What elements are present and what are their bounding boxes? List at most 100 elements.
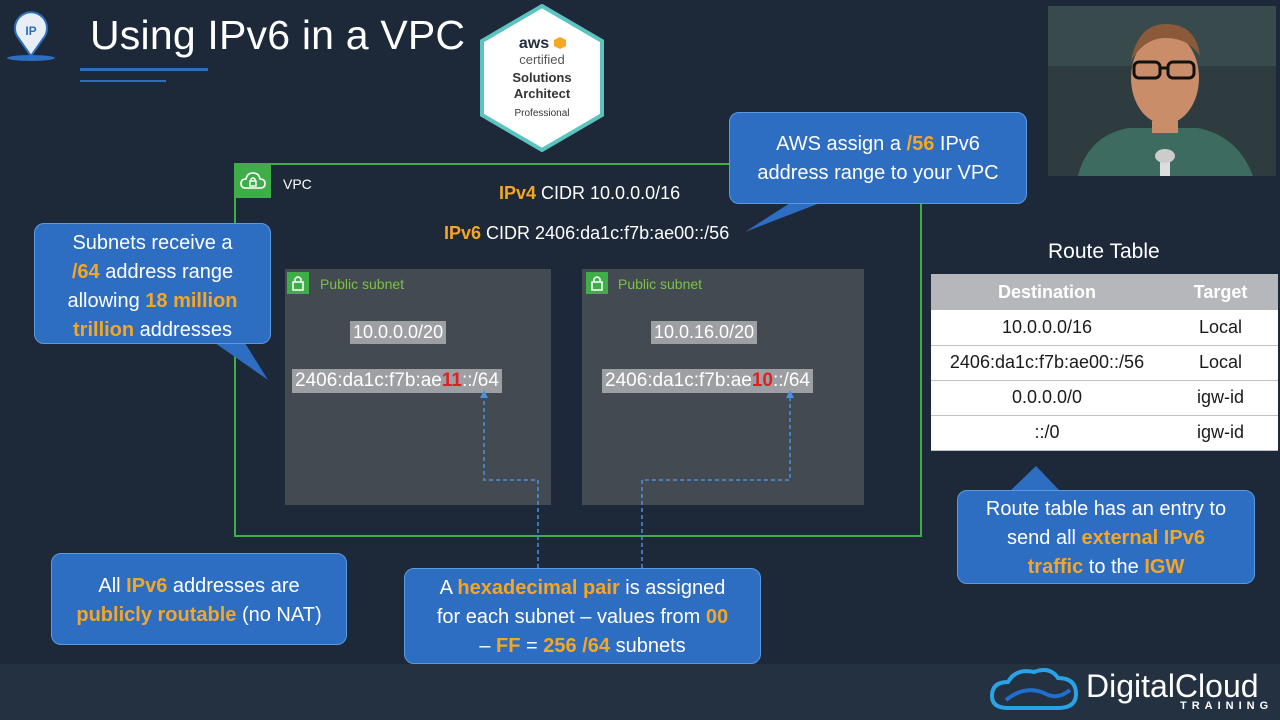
subnet-1-ipv6-post: ::/64 bbox=[461, 370, 499, 391]
route-destination: ::/0 bbox=[931, 415, 1163, 451]
brand-name: DigitalCloud bbox=[1086, 668, 1259, 704]
callout-public-l1b: IPv6 bbox=[126, 575, 168, 597]
callout-public-l2a: publicly routable bbox=[76, 604, 237, 626]
hex-arrow-2 bbox=[786, 390, 794, 398]
callout-hex-l3c: = bbox=[520, 635, 544, 657]
badge-solutions: Solutions bbox=[512, 70, 571, 85]
callout-hex-l2a: for each subnet – values from bbox=[436, 606, 706, 628]
callout-hex-l3a: – bbox=[479, 635, 497, 657]
ipv6-value: CIDR 2406:da1c:f7b:ae00::/56 bbox=[481, 223, 730, 243]
route-target: igw-id bbox=[1163, 415, 1278, 451]
callout-public-l2b: (no NAT) bbox=[236, 604, 322, 626]
callout-public-l1c: addresses are bbox=[167, 575, 300, 597]
callout-route-entry: Route table has an entry to send all ext… bbox=[957, 490, 1255, 584]
table-row: 2406:da1c:f7b:ae00::/56 Local bbox=[931, 345, 1278, 381]
callout-route-line1: Route table has an entry to bbox=[985, 498, 1227, 520]
ip-logo-text: IP bbox=[25, 24, 36, 38]
subnet-1-label: Public subnet bbox=[320, 276, 405, 292]
ipv4-value: CIDR 10.0.0.0/16 bbox=[536, 183, 681, 203]
subnet-2-ipv6-post: ::/64 bbox=[773, 370, 810, 391]
callout-subnets-range: Subnets receive a /64 address range allo… bbox=[34, 223, 271, 344]
title-underline-secondary bbox=[80, 80, 166, 82]
callout-subnets-l2b: address range bbox=[99, 261, 234, 283]
callout-route-l3a: traffic bbox=[1027, 556, 1084, 578]
brand-sub: TRAINING bbox=[1180, 700, 1274, 712]
badge-aws: aws bbox=[519, 35, 549, 52]
callout-subnets-line4: trillion addresses bbox=[35, 316, 270, 345]
callout-pointer-subnets bbox=[215, 343, 268, 380]
callout-public-line1: All IPv6 addresses are bbox=[52, 572, 346, 601]
badge-certified: certified bbox=[519, 52, 565, 67]
callout-public-routable: All IPv6 addresses are publicly routable… bbox=[51, 553, 347, 645]
callout-hex-l1a: A bbox=[439, 577, 458, 599]
route-target: Local bbox=[1163, 310, 1278, 346]
table-row: ::/0 igw-id bbox=[931, 415, 1278, 451]
badge-architect: Architect bbox=[514, 86, 571, 101]
callout-aws-l1a: AWS assign a bbox=[776, 133, 907, 155]
vpc-ipv4-cidr: IPv4 CIDR 10.0.0.0/16 bbox=[499, 183, 680, 204]
callout-public-line2: publicly routable (no NAT) bbox=[52, 601, 346, 630]
lock-icon bbox=[586, 272, 608, 294]
callout-subnets-l3b: 18 million bbox=[145, 290, 238, 312]
slide-title: Using IPv6 in a VPC bbox=[90, 12, 466, 58]
callout-pointer-route bbox=[1010, 466, 1060, 491]
callout-hex-l3b: FF bbox=[496, 635, 521, 657]
callout-route-l3b: to the bbox=[1083, 556, 1145, 578]
badge-check-icon bbox=[554, 37, 566, 49]
subnet-1-ipv6-pre: 2406:da1c:f7b:ae bbox=[295, 370, 442, 391]
route-table: Destination Target 10.0.0.0/16 Local 240… bbox=[931, 274, 1278, 451]
subnet-2-ipv6-hex: 10 bbox=[751, 370, 773, 391]
title-underline bbox=[80, 68, 208, 71]
route-destination: 10.0.0.0/16 bbox=[931, 310, 1163, 346]
callout-hex-l1b: hexadecimal pair bbox=[457, 577, 620, 599]
callout-route-l2a: send all bbox=[1007, 527, 1082, 549]
route-table-title: Route Table bbox=[1048, 240, 1160, 263]
subnet-1-ipv4: 10.0.0.0/20 bbox=[350, 321, 447, 344]
subnet-2-ipv4: 10.0.16.0/20 bbox=[651, 321, 758, 344]
badge-professional: Professional bbox=[514, 108, 569, 119]
hex-connector-1 bbox=[483, 392, 539, 568]
callout-route-l3c: IGW bbox=[1144, 556, 1185, 578]
route-destination: 0.0.0.0/0 bbox=[931, 380, 1163, 416]
lock-icon bbox=[287, 272, 309, 294]
callout-route-line2: send all external IPv6 bbox=[958, 524, 1254, 553]
hex-connector-2 bbox=[641, 392, 791, 568]
route-target: igw-id bbox=[1163, 380, 1278, 416]
aws-certified-badge: aws certified Solutions Architect Profes… bbox=[480, 4, 604, 152]
route-table-header-target: Target bbox=[1163, 274, 1278, 310]
callout-hex-line2: for each subnet – values from 00 bbox=[405, 603, 760, 632]
subnet-2-ipv6-pre: 2406:da1c:f7b:ae bbox=[605, 370, 752, 391]
ip-logo-icon: IP bbox=[7, 11, 55, 61]
table-row: 10.0.0.0/16 Local bbox=[931, 310, 1278, 346]
callout-route-line3: traffic to the IGW bbox=[958, 553, 1254, 582]
callout-hex-line3: – FF = 256 /64 subnets bbox=[405, 632, 760, 661]
callout-hex-pair: A hexadecimal pair is assigned for each … bbox=[404, 568, 761, 664]
callout-aws-line2: address range to your VPC bbox=[757, 162, 999, 184]
callout-public-l1a: All bbox=[98, 575, 127, 597]
callout-aws-l1b: /56 bbox=[906, 133, 935, 155]
callout-hex-l3e: subnets bbox=[610, 635, 686, 657]
subnet-2-label: Public subnet bbox=[618, 276, 703, 292]
route-destination: 2406:da1c:f7b:ae00::/56 bbox=[931, 345, 1163, 381]
vpc-label: VPC bbox=[283, 176, 312, 192]
subnet-2-ipv6: 2406:da1c:f7b:ae10::/64 bbox=[602, 369, 813, 393]
table-row: 0.0.0.0/0 igw-id bbox=[931, 380, 1278, 416]
vpc-cloud-icon bbox=[235, 164, 271, 198]
callout-aws-line1: AWS assign a /56 IPv6 bbox=[730, 130, 1026, 159]
route-table-header-destination: Destination bbox=[931, 274, 1163, 310]
callout-aws-assign: AWS assign a /56 IPv6 address range to y… bbox=[729, 112, 1027, 204]
ipv6-prefix: IPv6 bbox=[444, 223, 482, 243]
callout-subnets-line2: /64 address range bbox=[35, 258, 270, 287]
subnet-1-ipv6: 2406:da1c:f7b:ae11::/64 bbox=[292, 369, 502, 393]
ipv4-prefix: IPv4 bbox=[499, 183, 537, 203]
route-target: Local bbox=[1163, 345, 1278, 381]
callout-subnets-l4a: trillion bbox=[73, 319, 135, 341]
callout-aws-l1c: IPv6 bbox=[934, 133, 980, 155]
vpc-ipv6-cidr: IPv6 CIDR 2406:da1c:f7b:ae00::/56 bbox=[444, 223, 729, 244]
callout-hex-l1c: is assigned bbox=[619, 577, 726, 599]
callout-route-l2b: external IPv6 bbox=[1081, 527, 1205, 549]
callout-subnets-line1: Subnets receive a bbox=[72, 232, 233, 254]
callout-pointer-aws bbox=[745, 203, 820, 232]
callout-hex-l3d: 256 /64 bbox=[543, 635, 611, 657]
